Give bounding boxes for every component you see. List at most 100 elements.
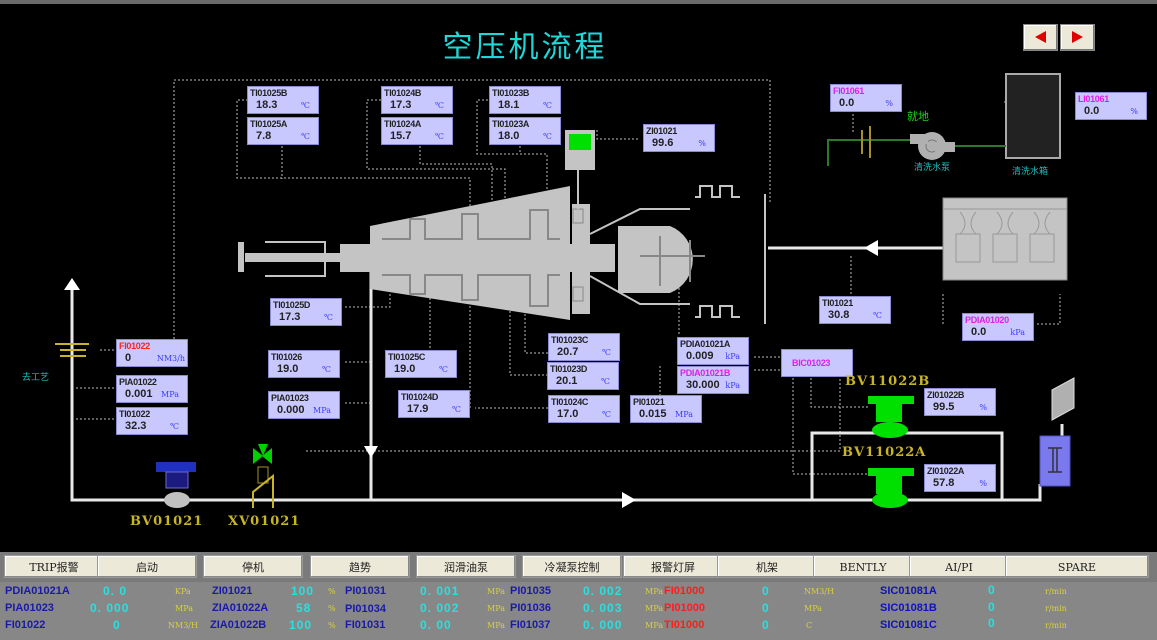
tag-unit: ℃ xyxy=(452,405,461,414)
tag-value: 7.8 xyxy=(256,130,272,142)
tag-name: TI01021 xyxy=(822,298,853,308)
tag-name: TI01024A xyxy=(384,119,422,129)
ai-pi-button[interactable]: AI/PI xyxy=(909,555,1009,578)
status-value: 0 xyxy=(762,618,770,632)
status-value: 0 xyxy=(988,583,996,597)
valve-xv01021-icon xyxy=(252,444,274,508)
prev-page-button[interactable] xyxy=(1023,24,1058,51)
tag-name: TI01023B xyxy=(492,88,530,98)
tag-value: 0.0 xyxy=(1084,105,1100,117)
valve-bv01021-label: BV01021 xyxy=(130,514,204,529)
tag-unit: NM3/h xyxy=(156,354,185,363)
alarm-light-panel-button[interactable]: 报警灯屏 xyxy=(623,555,723,578)
tag-name: LI01061 xyxy=(1078,94,1109,104)
tag-unit: ℃ xyxy=(602,410,611,419)
flow-element-icon xyxy=(861,126,871,158)
wash-water-tank-icon xyxy=(1005,73,1061,159)
tag-unit: ℃ xyxy=(301,132,310,141)
tag-unit: % xyxy=(1130,107,1138,116)
status-tag: PI01000 xyxy=(664,602,705,614)
tag-value: 18.3 xyxy=(256,99,278,111)
tag-name: TI01024B xyxy=(384,88,422,98)
stop-button[interactable]: 停机 xyxy=(203,555,303,578)
tag-name: ZI01022B xyxy=(927,390,965,400)
tag-name: PIA01022 xyxy=(119,377,157,387)
status-unit: MPa xyxy=(645,604,663,613)
trend-button[interactable]: 趋势 xyxy=(310,555,410,578)
tag-value: 99.5 xyxy=(933,401,955,413)
tag-unit: MPa xyxy=(675,410,693,419)
status-unit: KPa xyxy=(175,587,191,596)
lube-oil-pump-button[interactable]: 润滑油泵 xyxy=(416,555,516,578)
rack-button[interactable]: 机架 xyxy=(717,555,817,578)
status-tag: ZIA01022B xyxy=(210,619,267,631)
status-unit: C xyxy=(806,621,813,630)
tag-value: 18.1 xyxy=(498,99,520,111)
status-unit: % xyxy=(328,587,336,596)
start-button[interactable]: 启动 xyxy=(97,555,197,578)
tag-unit: ℃ xyxy=(324,313,333,322)
status-value: 0 xyxy=(762,601,770,615)
flow-arrow-up xyxy=(64,278,80,290)
tag-name: ZI01021 xyxy=(646,126,677,136)
tag-name: PI01021 xyxy=(633,397,665,407)
tag-name: ZI01022A xyxy=(927,466,965,476)
tag-unit: % xyxy=(979,479,987,488)
tag-name: PIA01023 xyxy=(271,393,309,403)
status-unit: NM3/H xyxy=(168,621,198,630)
tag-unit: ℃ xyxy=(301,101,310,110)
status-unit: MPa xyxy=(487,604,505,613)
status-tag: TI01000 xyxy=(664,619,705,631)
bently-button[interactable]: BENTLY xyxy=(813,555,913,578)
spare-button[interactable]: SPARE xyxy=(1005,555,1149,578)
tag-name: TI01023C xyxy=(551,335,589,345)
status-tag: FI01022 xyxy=(5,619,46,631)
arrow-left-icon xyxy=(1035,31,1046,43)
trip-alarm-button[interactable]: TRIP报警 xyxy=(4,555,104,578)
tag-name: PDIA01021B xyxy=(680,368,731,378)
tag-unit: ℃ xyxy=(439,365,448,374)
status-value: 0. 003 xyxy=(583,601,623,615)
wash-pump-icon xyxy=(910,132,955,160)
tag-value: 18.0 xyxy=(498,130,520,142)
tag-unit: ℃ xyxy=(543,132,552,141)
condensate-pump-control-button[interactable]: 冷凝泵控制 xyxy=(522,555,622,578)
next-page-button[interactable] xyxy=(1060,24,1095,51)
status-tag: PI01031 xyxy=(345,585,386,597)
page-title: 空压机流程 xyxy=(442,30,608,65)
tag-unit: MPa xyxy=(313,406,331,415)
tag-BIC01023[interactable]: BIC01023 xyxy=(781,349,853,377)
status-value: 0 xyxy=(762,584,770,598)
process-diagram xyxy=(55,73,1075,508)
status-unit: MPa xyxy=(804,604,822,613)
status-tag: SIC01081B xyxy=(880,602,937,614)
status-unit: MPa xyxy=(645,621,663,630)
